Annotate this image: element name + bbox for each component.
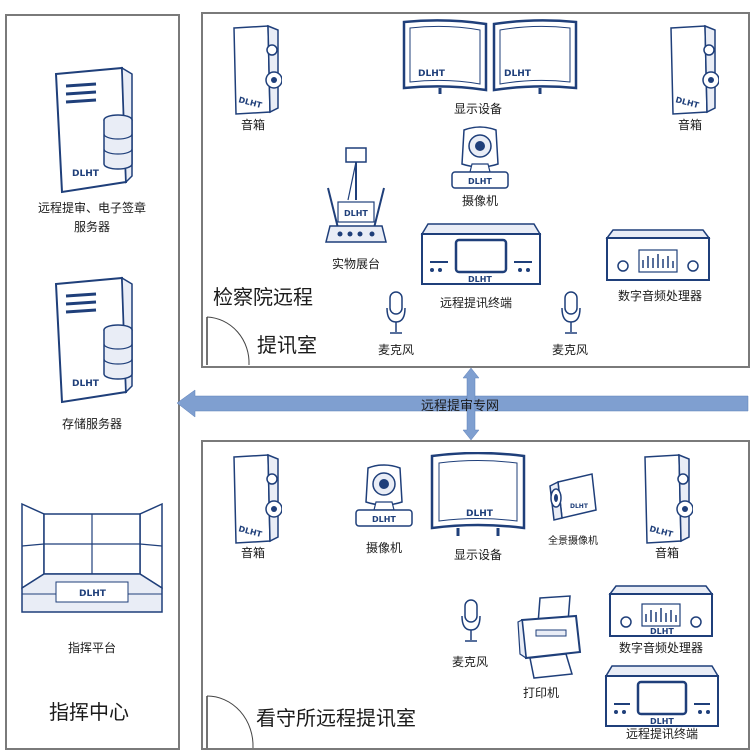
detention-camera-icon: DLHT	[355, 464, 413, 527]
procuratorate-speaker-right-icon: DLHT	[670, 24, 719, 115]
procuratorate-speaker-left-label: 音箱	[240, 118, 266, 132]
procuratorate-audio-processor-icon	[605, 229, 711, 281]
command-center-title: 指挥中心	[49, 700, 129, 724]
detention-camera-label: 摄像机	[365, 541, 403, 555]
detention-display-label: 显示设备	[453, 548, 503, 562]
procuratorate-camera-brand: DLHT	[468, 177, 492, 186]
procuratorate-audio-processor-label: 数字音频处理器	[617, 289, 703, 303]
approval-server-label-line1: 远程提审、电子签章	[37, 201, 147, 215]
storage-server-brand: DLHT	[72, 379, 100, 389]
detention-mic-label: 麦克风	[451, 655, 489, 669]
detention-title: 看守所远程提讯室	[256, 706, 416, 730]
detention-display-brand: DLHT	[466, 509, 494, 519]
procuratorate-mic-left-label: 麦克风	[377, 343, 415, 357]
procuratorate-display-brand-left: DLHT	[418, 69, 446, 79]
procuratorate-mic-left-icon	[386, 291, 406, 334]
procuratorate-display-icon: DLHT DLHT	[402, 19, 578, 94]
procuratorate-mic-right-icon	[561, 291, 581, 334]
procuratorate-visualizer-label: 实物展台	[331, 257, 381, 271]
procuratorate-visualizer-icon: DLHT	[325, 147, 387, 243]
procuratorate-camera-label: 摄像机	[461, 194, 499, 208]
detention-panoramic-camera-brand: DLHT	[570, 503, 589, 510]
detention-panoramic-camera-icon: DLHT	[549, 473, 597, 521]
detention-terminal-brand: DLHT	[650, 717, 674, 726]
detention-speaker-left-label: 音箱	[240, 546, 266, 560]
network-label: 远程提审专网	[420, 399, 500, 414]
detention-display-icon: DLHT	[430, 452, 526, 536]
detention-audio-processor-brand: DLHT	[650, 627, 674, 636]
detention-terminal-icon: DLHT	[604, 665, 720, 727]
procuratorate-speaker-right-label: 音箱	[677, 118, 703, 132]
detention-speaker-left-icon: DLHT	[233, 453, 282, 544]
detention-printer-label: 打印机	[522, 686, 560, 700]
procuratorate-terminal-brand: DLHT	[468, 275, 492, 284]
procuratorate-mic-right-label: 麦克风	[551, 343, 589, 357]
procuratorate-title-line2: 提讯室	[257, 333, 317, 357]
detention-speaker-right-label: 音箱	[654, 546, 680, 560]
detention-audio-processor-icon: DLHT	[608, 585, 714, 637]
command-platform-icon: DLHT	[21, 502, 163, 613]
detention-audio-processor-label: 数字音频处理器	[618, 641, 704, 655]
storage-server-label: 存储服务器	[61, 417, 123, 431]
command-platform-label: 指挥平台	[67, 641, 117, 655]
procuratorate-display-brand-right: DLHT	[504, 69, 532, 79]
procuratorate-camera-icon: DLHT	[451, 126, 509, 189]
storage-server-icon: DLHT	[54, 276, 133, 404]
procuratorate-speaker-left-icon: DLHT	[233, 24, 282, 115]
approval-server-label-line2: 服务器	[73, 220, 111, 234]
approval-server-icon: DLHT	[54, 66, 133, 194]
procuratorate-display-label: 显示设备	[453, 102, 503, 116]
procuratorate-terminal-label: 远程提讯终端	[439, 296, 513, 310]
detention-door-icon	[206, 695, 254, 749]
detention-terminal-label: 远程提讯终端	[625, 727, 699, 741]
procuratorate-terminal-icon: DLHT	[420, 223, 542, 285]
procuratorate-door-icon	[206, 316, 250, 366]
network-arrow	[176, 368, 749, 440]
command-platform-brand: DLHT	[79, 589, 107, 599]
detention-panoramic-camera-label: 全景摄像机	[548, 536, 598, 547]
procuratorate-title-line1: 检察院远程	[213, 285, 313, 309]
detention-printer-icon	[517, 595, 582, 679]
procuratorate-visualizer-brand: DLHT	[344, 209, 368, 218]
detention-mic-icon	[461, 599, 481, 642]
approval-server-brand: DLHT	[72, 169, 100, 179]
detention-speaker-right-icon: DLHT	[644, 453, 693, 544]
detention-camera-brand: DLHT	[372, 515, 396, 524]
